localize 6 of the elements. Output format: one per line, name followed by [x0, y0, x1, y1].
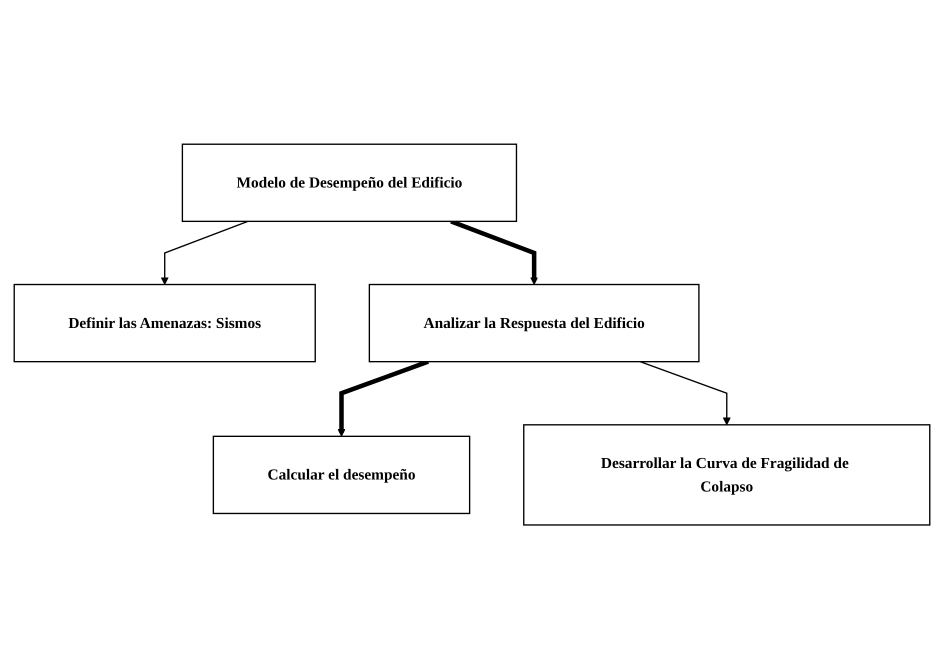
arrow — [160, 221, 248, 286]
node-box: Modelo de Desempeño del Edificio — [181, 144, 517, 222]
node-box: Desarrollar la Curva de Fragilidad de Colapso — [522, 424, 930, 526]
node-box: Calcular el desempeño — [212, 436, 470, 515]
node-box: Definir las Amenazas: Sismos — [13, 284, 316, 363]
node-box: Analizar la Respuesta del Edificio — [368, 284, 700, 363]
